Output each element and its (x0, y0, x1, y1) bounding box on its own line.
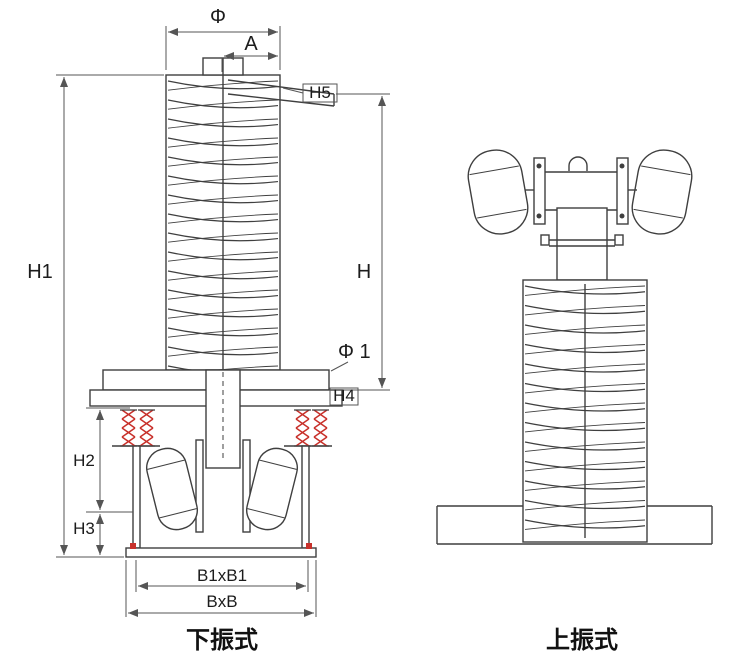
isolation-springs (120, 409, 329, 447)
dim-label-h2: H2 (73, 451, 95, 470)
bottom-corner-marks (130, 543, 312, 549)
bottom-plate (125, 547, 317, 558)
dim-label-h4: H4 (333, 386, 355, 405)
motor-left (146, 447, 198, 531)
caption-bottom-vibration: 下振式 (186, 627, 258, 654)
right-figure: 上振式 (436, 149, 713, 654)
dim-label-phi: Φ (210, 6, 226, 28)
dim-label-a: A (244, 33, 258, 55)
platform (436, 505, 713, 545)
dim-label-h3: H3 (73, 519, 95, 538)
lifting-eye (568, 156, 588, 171)
dim-label-h1: H1 (27, 261, 53, 283)
dim-label-phi1: Φ 1 (338, 341, 371, 363)
drive-head (556, 207, 608, 281)
dim-label-h: H (357, 261, 371, 283)
motor-right (246, 447, 298, 531)
head-flange (540, 234, 624, 247)
dim-label-h5: H5 (309, 83, 331, 102)
motor-top-left (467, 149, 529, 235)
discharge-chute (227, 79, 335, 107)
caption-top-vibration: 上振式 (546, 627, 618, 654)
dim-label-b1xb1: B1xB1 (197, 566, 247, 585)
motor-top-right (631, 149, 693, 235)
left-figure: Φ A H5 H1 H Φ 1 H4 H2 H3 B1xB1 BxB 下振式 (27, 6, 390, 654)
dimension-lines (56, 26, 390, 617)
dim-label-bxb: BxB (206, 592, 237, 611)
